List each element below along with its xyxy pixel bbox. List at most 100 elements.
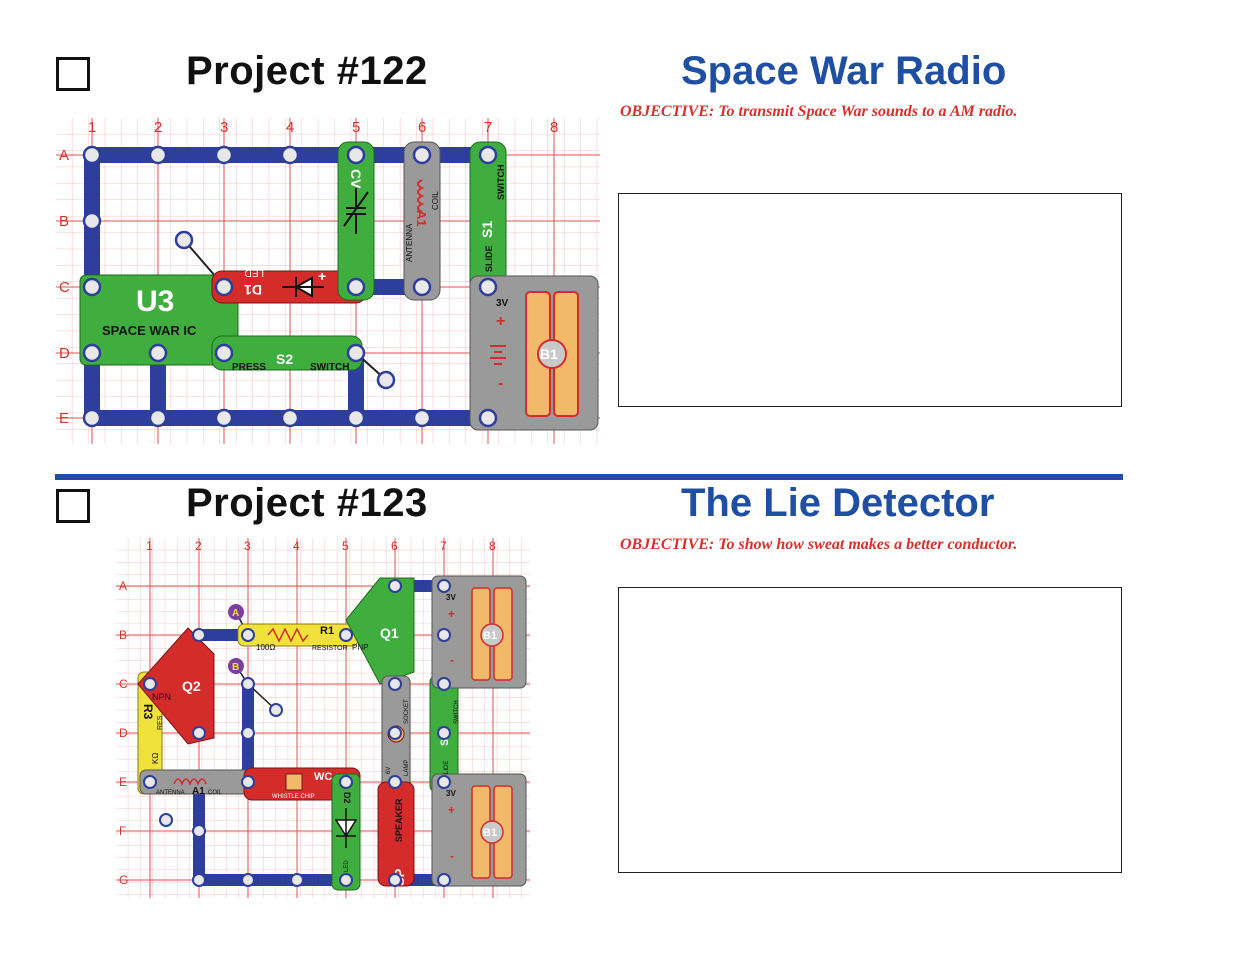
b1-bottom-voltage: 3V [446, 789, 456, 798]
snap-connectors [143, 579, 451, 887]
project-122-objective: OBJECTIVE: To transmit Space War sounds … [620, 103, 1018, 120]
r1-value: 100Ω [256, 643, 275, 652]
l-sublabel-socket: SOCKET [404, 699, 410, 724]
a1-sublabel-antenna: ANTENNA [405, 223, 414, 262]
s2-right-label: SWITCH [310, 362, 349, 373]
a1-label: A1 [192, 786, 205, 797]
s2-left-label: PRESS [232, 362, 266, 373]
a1-sublabel-antenna: ANTENNA [156, 790, 185, 796]
col-label-3: 3 [220, 119, 228, 136]
test-point-a-label: A [232, 608, 239, 619]
capacitor-symbol-icon [343, 188, 369, 234]
b1-bottom-minus: - [450, 849, 454, 863]
b1-top-badge [480, 623, 504, 647]
a1-sublabel-coil: COIL [208, 790, 223, 796]
project-123-checkbox[interactable] [56, 489, 90, 523]
s1-sublabel-switch: SWITCH [496, 165, 506, 201]
u3-sublabel: SPACE WAR IC [102, 323, 197, 338]
col-label-4: 4 [286, 119, 294, 136]
test-point-b-label: B [232, 662, 239, 673]
row-label-f: F [119, 824, 126, 838]
diode-symbol-icon [282, 276, 324, 298]
row-label-g: G [119, 873, 128, 887]
col-label-7: 7 [440, 539, 447, 553]
col-label-7: 7 [484, 119, 492, 136]
q1-label: Q1 [380, 625, 399, 641]
col-label-5: 5 [352, 119, 360, 136]
r3-sublabel: RES [157, 715, 164, 730]
d2-label: D2 [342, 792, 352, 804]
q1-sublabel: PNP [352, 643, 368, 652]
whistle-chip-icon [285, 773, 303, 791]
section-divider [55, 474, 1123, 480]
row-label-a: A [59, 147, 69, 164]
battery-symbol-icon [490, 345, 506, 365]
wc-label: WC [314, 771, 332, 783]
project-123-circuit-diagram: 1 2 3 4 5 6 7 8 A B C D E F G R3 KΩ RES … [116, 538, 530, 898]
wc-sublabel: WHISTLE CHIP [272, 794, 315, 800]
col-label-6: 6 [418, 119, 426, 136]
b1-label: B1 [540, 346, 558, 362]
project-122-checkbox[interactable] [56, 57, 90, 91]
test-point-a[interactable] [228, 604, 244, 620]
a1-label: A1 [414, 210, 429, 227]
s1-label: S1 [479, 221, 495, 238]
col-label-1: 1 [88, 119, 96, 136]
b1-bottom-badge [480, 820, 504, 844]
s2-label: S2 [276, 351, 293, 367]
test-point-b[interactable] [228, 658, 244, 674]
project-123-title: Project #123 [186, 481, 428, 525]
b1-bottom-plus: + [448, 803, 455, 817]
d2-sublabel: LED [344, 860, 350, 872]
col-label-2: 2 [195, 539, 202, 553]
col-label-6: 6 [391, 539, 398, 553]
row-label-c: C [59, 279, 70, 296]
col-label-1: 1 [146, 539, 153, 553]
project-123-notes-box [618, 587, 1122, 873]
l-sublabel-lamp: LAMP [404, 760, 410, 776]
sp-sublabel: SPEAKER [394, 798, 404, 842]
b1-minus: - [498, 375, 503, 392]
coil-symbol-icon [417, 179, 425, 213]
b1-top-minus: - [450, 653, 454, 667]
b1-top-label: B1 [483, 630, 497, 642]
resistor-symbol-icon [267, 627, 309, 643]
col-label-8: 8 [489, 539, 496, 553]
col-label-8: 8 [550, 119, 558, 136]
l-sublabel-6v: 6V [386, 767, 392, 774]
s1-sublabel-slide: SLIDE [444, 761, 450, 778]
row-label-d: D [119, 726, 128, 740]
cv-label: CV [348, 169, 364, 189]
u3-label: U3 [136, 285, 174, 318]
q2-label: Q2 [182, 678, 201, 694]
r3-value: KΩ [151, 753, 160, 764]
project-122-title: Project #122 [186, 49, 428, 93]
project-122-name: Space War Radio [681, 49, 1007, 93]
u3-space-war-ic [79, 274, 239, 366]
project-122-notes-box [618, 193, 1122, 407]
b1-voltage: 3V [496, 298, 509, 309]
q2-npn-transistor [137, 627, 215, 745]
col-label-4: 4 [293, 539, 300, 553]
row-label-c: C [119, 677, 128, 691]
row-label-a: A [119, 579, 127, 593]
b1-bottom-label: B1 [483, 827, 497, 839]
r1-label: R1 [320, 625, 334, 637]
d1-plus: + [318, 268, 326, 284]
q1-pnp-transistor [345, 577, 415, 685]
row-label-e: E [59, 410, 69, 427]
b1-label-badge [537, 339, 567, 369]
b1-top-plus: + [448, 607, 455, 621]
col-label-5: 5 [342, 539, 349, 553]
diode-symbol-icon [334, 808, 358, 848]
s1-sublabel-slide: SLIDE [484, 245, 494, 272]
row-label-d: D [59, 345, 70, 362]
project-123-objective: OBJECTIVE: To show how sweat makes a bet… [620, 536, 1018, 553]
row-label-b: B [119, 628, 127, 642]
r1-sublabel: RESISTOR [312, 645, 348, 652]
row-label-b: B [59, 213, 69, 230]
snap-connectors [82, 145, 498, 428]
a1-sublabel-coil: COIL [431, 191, 440, 210]
r3-label: R3 [141, 704, 155, 720]
q2-sublabel: NPN [152, 692, 171, 702]
